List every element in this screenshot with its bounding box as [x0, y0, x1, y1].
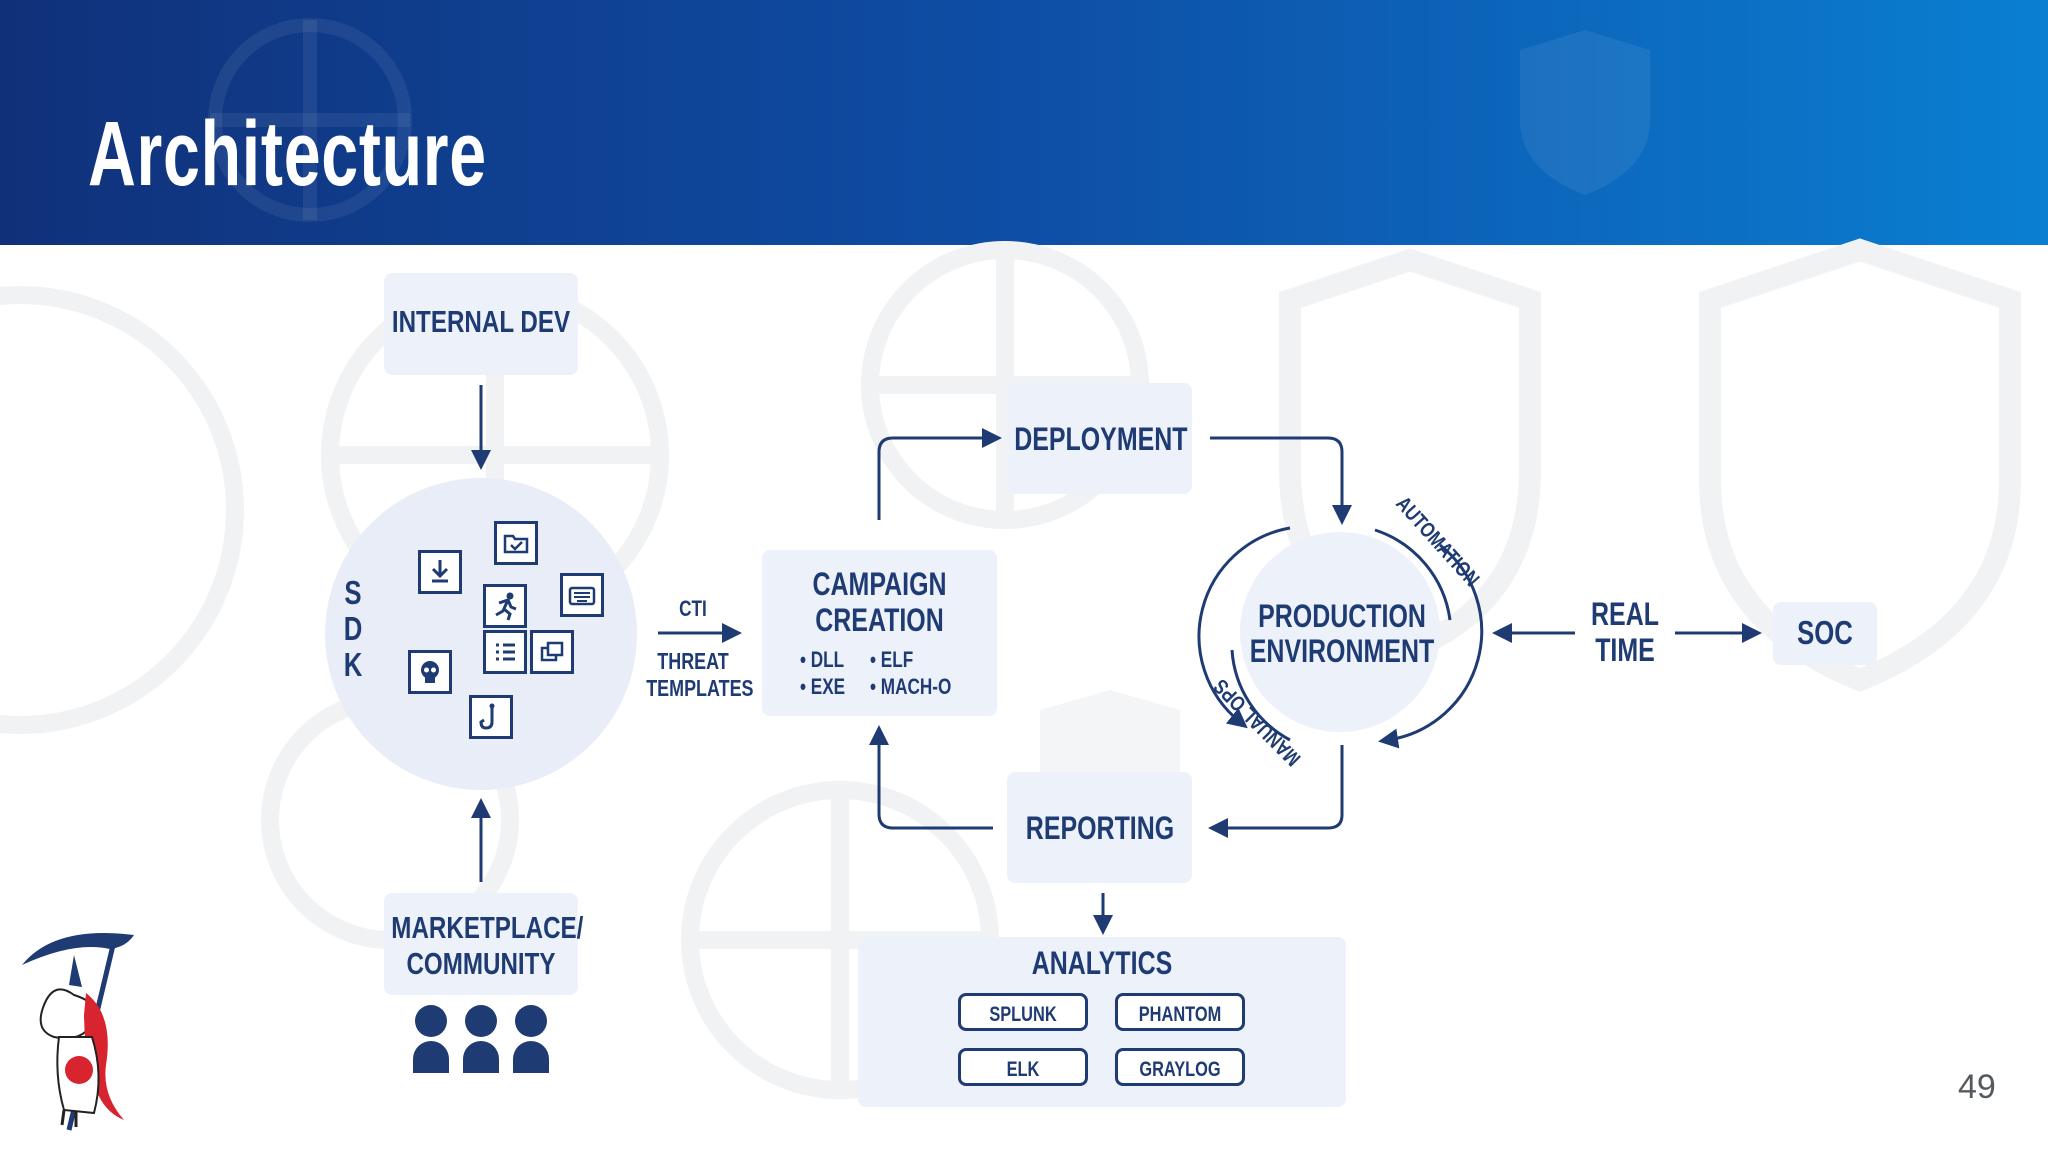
sdk-letter-d: D	[343, 610, 363, 647]
sdk-letter-k: K	[343, 646, 363, 683]
analytics-box	[858, 937, 1346, 1107]
format-dll: • DLL	[800, 647, 845, 672]
sdk-letter-s: S	[344, 574, 362, 611]
deployment-box	[1007, 383, 1192, 494]
soc-box	[1773, 602, 1877, 665]
internal-dev-label: INTERNAL DEV	[391, 304, 571, 339]
person-icon	[413, 1005, 449, 1073]
reporting-box	[1007, 772, 1192, 883]
folder-check-icon	[494, 521, 538, 565]
page-title: Architecture	[88, 103, 487, 205]
person-icon	[513, 1005, 549, 1073]
real-time-line1: REAL	[1591, 596, 1659, 632]
graylog-label: GRAYLOG	[1139, 1058, 1221, 1081]
skull-icon	[408, 650, 452, 694]
production-environment-line2: ENVIRONMENT	[1249, 633, 1435, 669]
page-number: 49	[1958, 1068, 1996, 1106]
production-environment-circle	[1240, 532, 1440, 732]
download-icon	[418, 550, 462, 594]
deployment-label: DEPLOYMENT	[1014, 421, 1188, 457]
campaign-creation-line2: CREATION	[815, 602, 944, 638]
cti-label: CTI	[679, 596, 707, 621]
hook-icon	[469, 695, 513, 739]
keyboard-icon	[560, 573, 604, 617]
slide-header: Architecture	[0, 0, 2048, 245]
marketplace-label-line2: COMMUNITY	[406, 946, 556, 981]
list-icon	[483, 630, 527, 674]
soc-label: SOC	[1797, 614, 1853, 651]
elk-pill: ELK	[958, 1048, 1088, 1086]
format-mach-o: • MACH-O	[870, 674, 952, 699]
analytics-label: ANALYTICS	[1031, 945, 1173, 981]
unicorn-reaper-icon	[22, 933, 134, 1131]
phantom-label: PHANTOM	[1138, 1003, 1222, 1026]
splunk-pill: SPLUNK	[958, 993, 1088, 1031]
reporting-label: REPORTING	[1025, 810, 1175, 846]
threat-templates-line1: THREAT	[657, 648, 729, 674]
header-decoration	[208, 18, 1650, 222]
campaign-creation-line1: CAMPAIGN	[812, 566, 947, 602]
real-time-line2: TIME	[1595, 632, 1655, 668]
marketplace-label-line1: MARKETPLACE/	[391, 910, 584, 945]
format-exe: • EXE	[800, 674, 846, 699]
phantom-pill: PHANTOM	[1115, 993, 1245, 1031]
graylog-pill: GRAYLOG	[1115, 1048, 1245, 1086]
elk-label: ELK	[1006, 1058, 1040, 1081]
person-icon	[463, 1005, 499, 1073]
sdk-module-circle	[325, 478, 637, 790]
format-elf: • ELF	[870, 647, 914, 672]
threat-templates-line2: TEMPLATES	[646, 675, 754, 701]
splunk-label: SPLUNK	[989, 1003, 1057, 1026]
runner-icon	[483, 584, 527, 628]
marketplace-box	[384, 893, 578, 995]
production-environment-line1: PRODUCTION	[1258, 598, 1426, 634]
internal-dev-box	[384, 273, 578, 375]
campaign-creation-box	[762, 550, 997, 716]
windows-icon	[530, 630, 574, 674]
